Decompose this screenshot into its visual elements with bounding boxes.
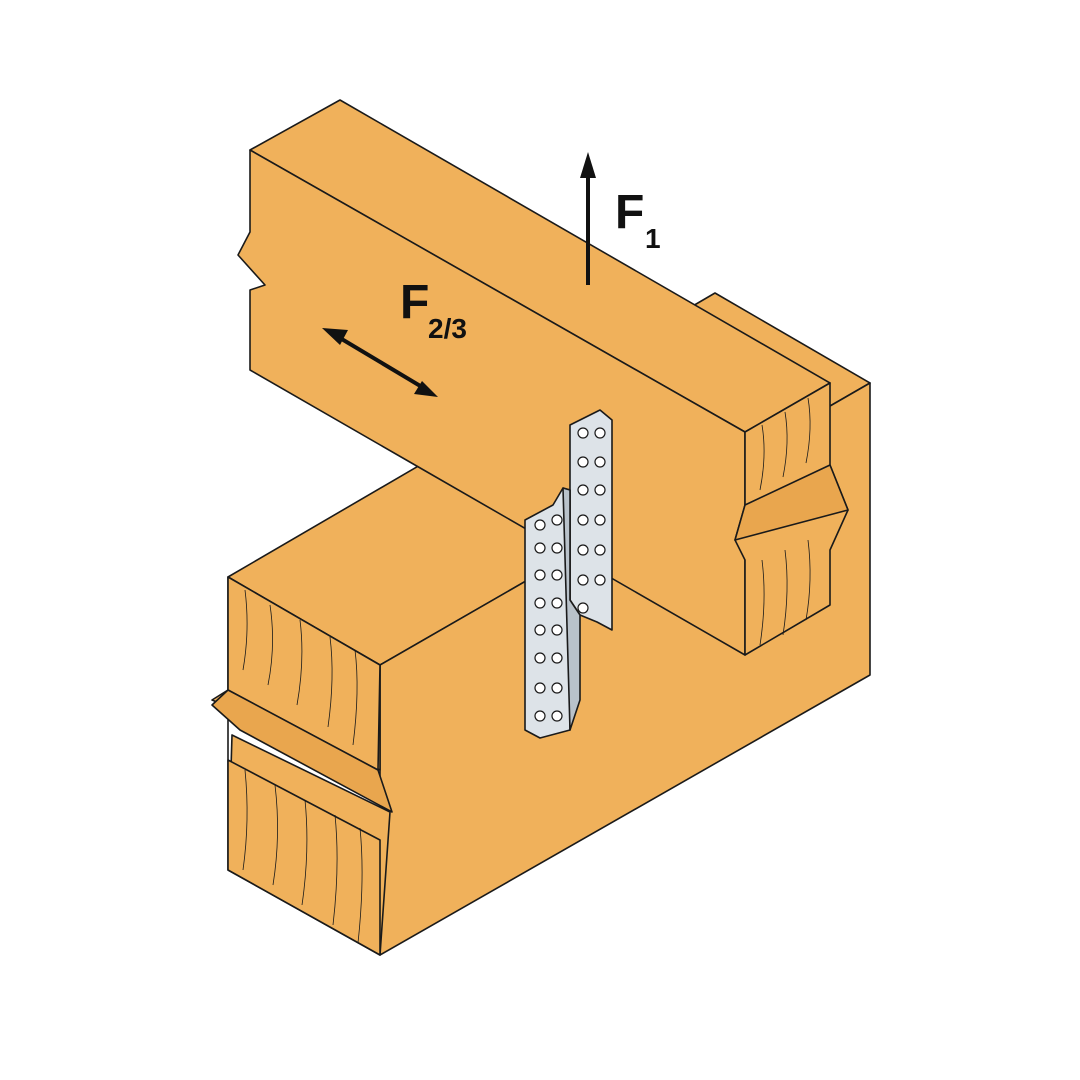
- bracket-hole: [551, 624, 563, 636]
- bracket-hole: [577, 602, 589, 614]
- force23-subscript: 2/3: [428, 313, 467, 344]
- bracket-hole: [551, 542, 563, 554]
- upper-beam-break: [734, 464, 849, 541]
- bracket-hole: [577, 574, 589, 586]
- bracket-hole: [594, 484, 606, 496]
- wood-grain: [242, 589, 363, 944]
- bracket-hole: [551, 597, 563, 609]
- bracket-hole: [577, 544, 589, 556]
- force1-subscript: 1: [645, 223, 661, 254]
- bracket-fold: [562, 487, 581, 731]
- lower-beam-break: [211, 689, 393, 813]
- bracket-hole: [551, 652, 563, 664]
- bracket-hole: [534, 569, 546, 581]
- bracket-hole: [594, 574, 606, 586]
- wood-grain: [759, 397, 811, 646]
- bracket-hole: [551, 569, 563, 581]
- bracket-hole: [534, 682, 546, 694]
- force23-arrowhead-right: [414, 381, 438, 397]
- bracket-hole: [594, 544, 606, 556]
- bracket-hole: [577, 427, 589, 439]
- force23-label: F: [400, 276, 429, 329]
- bracket-lower-plate: [524, 487, 571, 739]
- bracket-upper-plate: [569, 409, 613, 631]
- bracket-hole: [534, 597, 546, 609]
- force-arrows: [322, 152, 596, 397]
- bracket-hole: [551, 514, 563, 526]
- bracket-hole: [534, 652, 546, 664]
- bracket-hole: [534, 710, 546, 722]
- force23-arrow: [338, 336, 424, 389]
- bracket-hole: [594, 427, 606, 439]
- bracket-hole: [577, 514, 589, 526]
- bracket-hole: [594, 456, 606, 468]
- bracket-hole: [551, 682, 563, 694]
- bracket-hole: [577, 484, 589, 496]
- bracket-hole: [534, 519, 546, 531]
- force1-arrowhead: [580, 152, 596, 178]
- upper-beam: [237, 99, 849, 656]
- force23-arrowhead-left: [322, 328, 348, 345]
- bracket-hole: [594, 514, 606, 526]
- force1-label: F: [615, 186, 644, 239]
- bracket-hole: [534, 624, 546, 636]
- lower-beam-end-lower: [227, 759, 381, 956]
- bracket-hole: [551, 710, 563, 722]
- bracket-hole: [577, 456, 589, 468]
- bracket-hole: [534, 542, 546, 554]
